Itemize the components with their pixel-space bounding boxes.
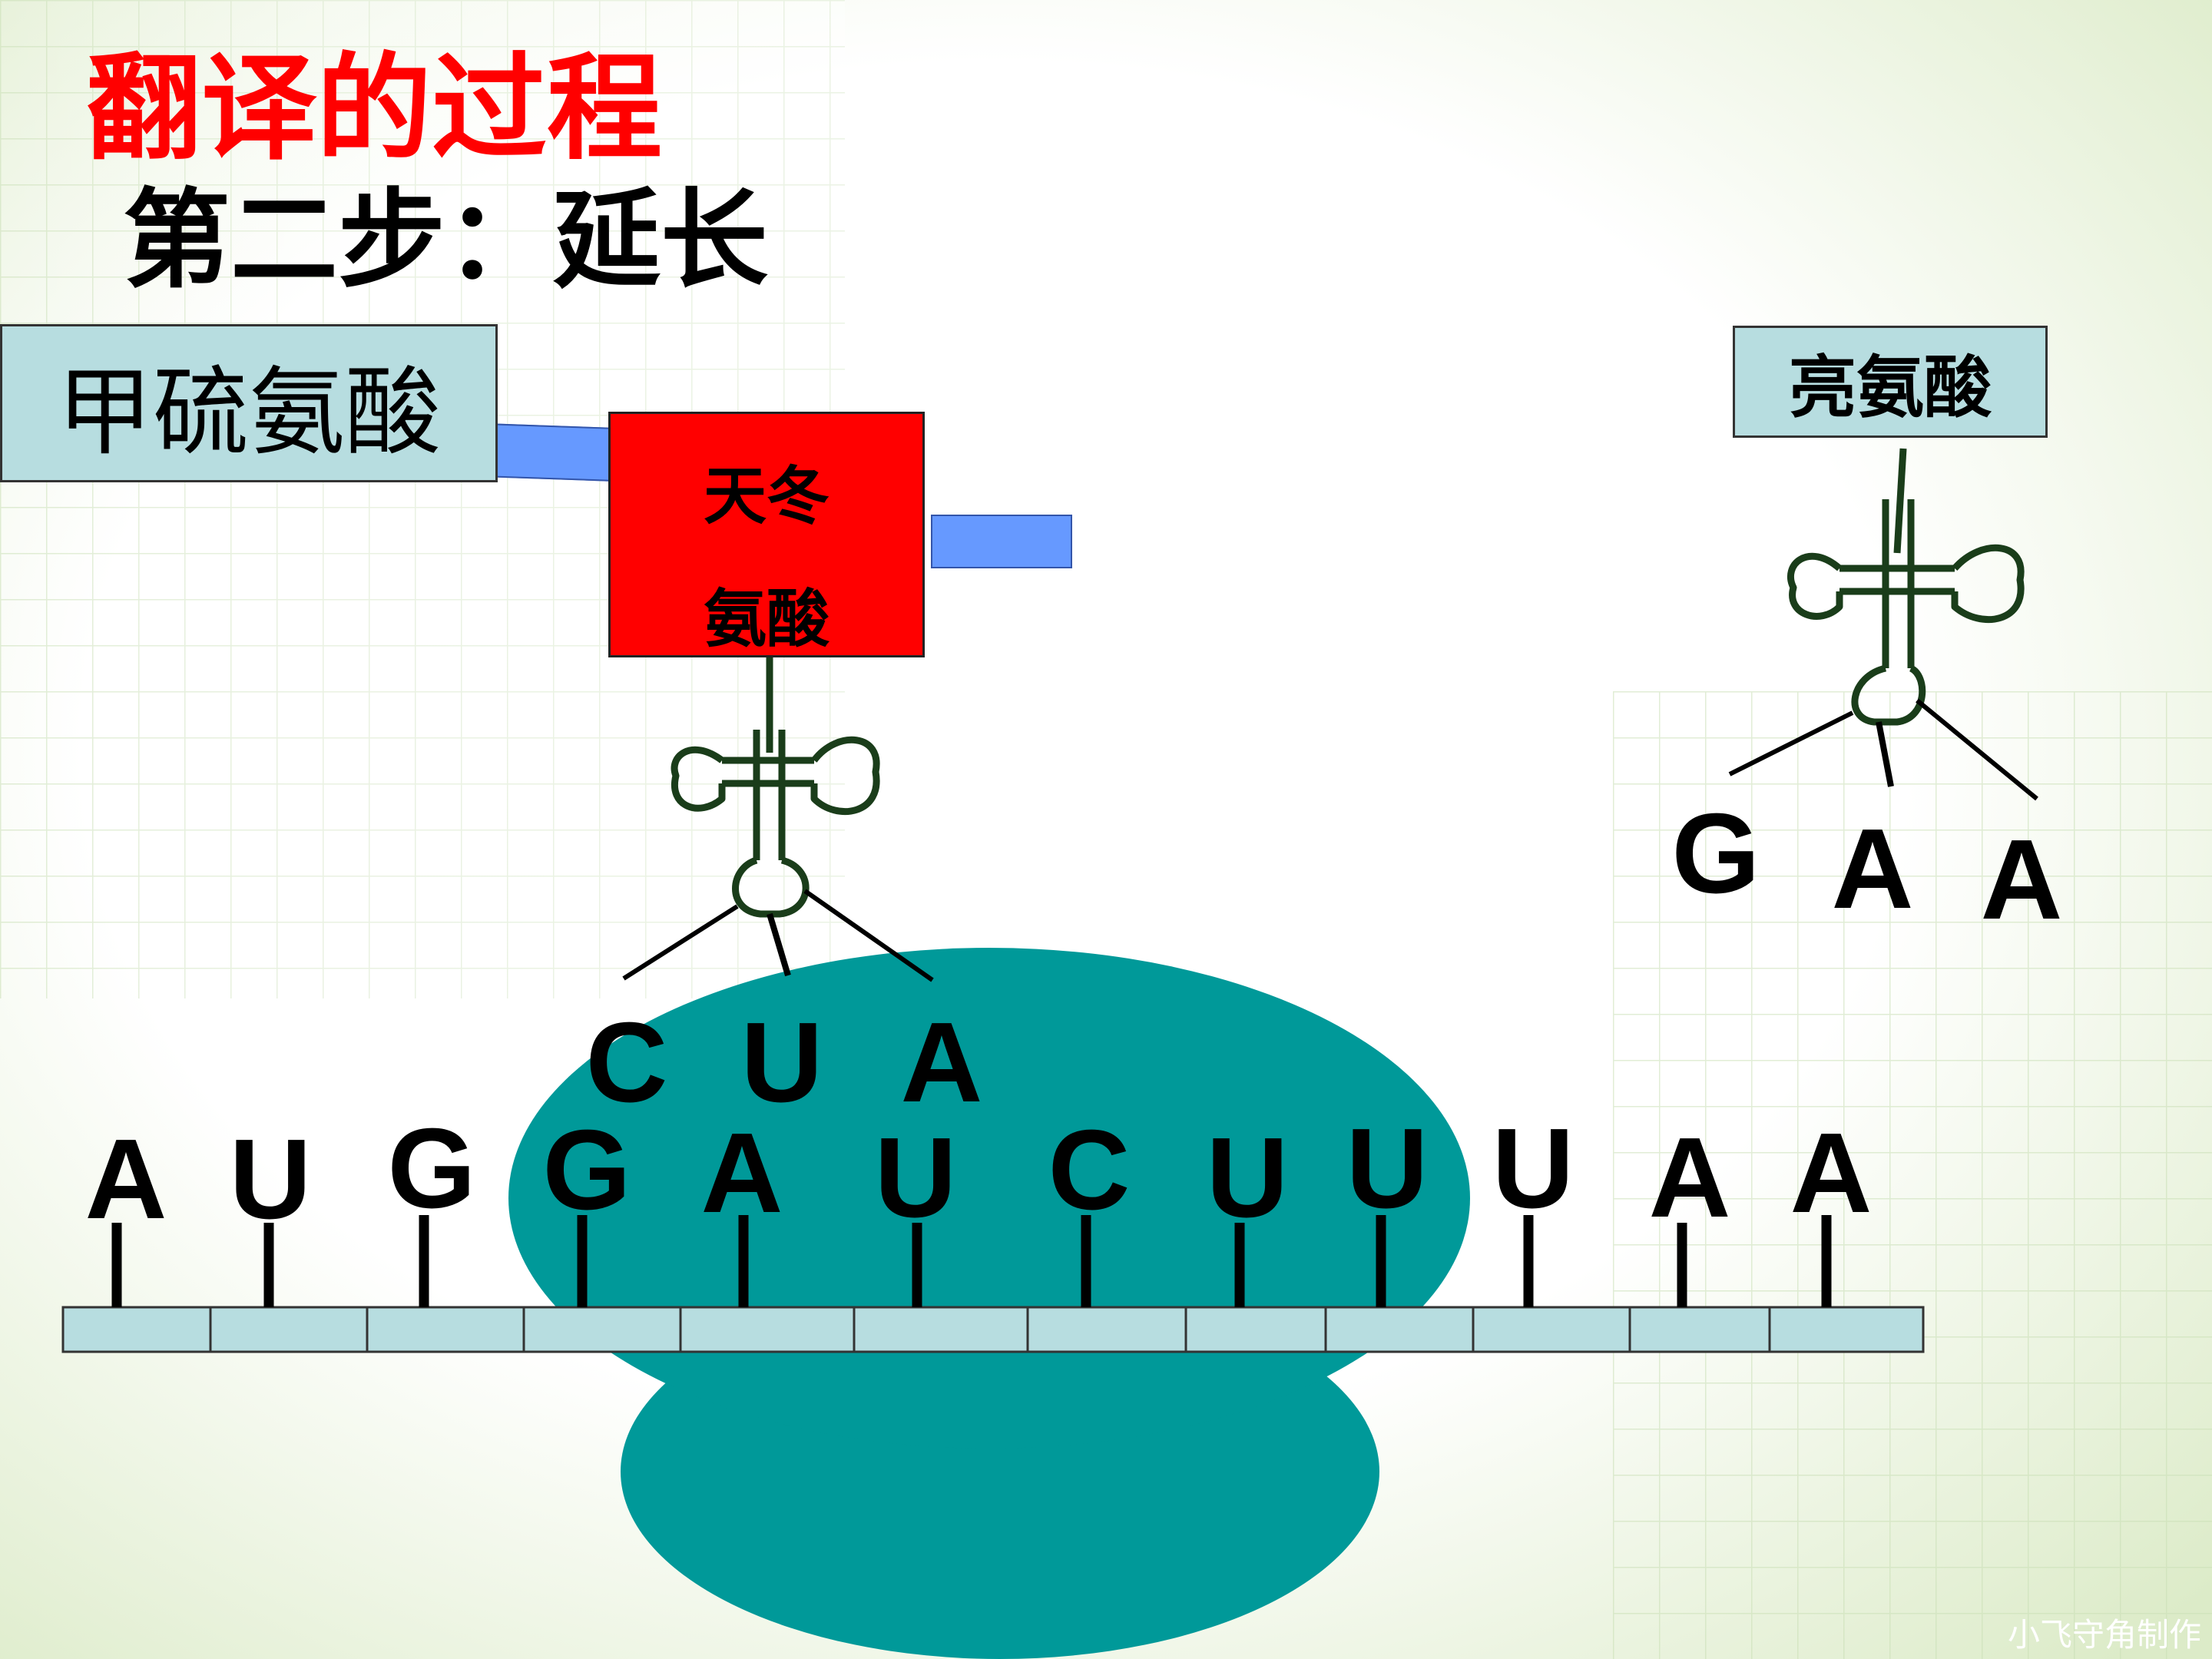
aspartic-acid-label-line2: 氨酸	[703, 582, 830, 656]
base-stems	[111, 1215, 1832, 1307]
mrna-segment	[1768, 1306, 1925, 1353]
mrna-base: A	[1649, 1114, 1731, 1241]
mrna-base: A	[701, 1110, 783, 1237]
mrna-base: A	[85, 1116, 167, 1243]
leucine-label: 亮氨酸	[1733, 326, 2048, 438]
mrna-base: U	[1492, 1105, 1575, 1232]
mrna-segment	[522, 1306, 682, 1353]
free-anticodon-base: A	[1981, 816, 2063, 943]
bond-site-right	[931, 515, 1072, 568]
anticodon-base: A	[901, 999, 983, 1126]
methionine-label: 甲硫氨酸	[0, 324, 498, 482]
trna-free	[1728, 448, 2038, 801]
mrna-segment	[1472, 1306, 1631, 1353]
anticodon-base: C	[586, 999, 668, 1126]
watermark: 小飞守角制作	[2007, 1616, 2201, 1654]
mrna-segment	[1184, 1306, 1327, 1353]
mrna-base: U	[1207, 1114, 1289, 1241]
anticodon-base: U	[741, 999, 823, 1126]
mrna-segment	[61, 1306, 212, 1353]
mrna-segment	[1628, 1306, 1771, 1353]
mrna-base: A	[1790, 1110, 1873, 1237]
free-anticodon-base: G	[1671, 790, 1760, 917]
mrna-base: U	[230, 1116, 312, 1243]
mrna-base: G	[387, 1105, 475, 1232]
mrna-segment	[366, 1306, 525, 1353]
mrna-base: C	[1048, 1107, 1131, 1233]
aspartic-acid-box: 天冬 氨酸	[608, 412, 925, 657]
trna-attached	[622, 657, 934, 982]
mrna-base: G	[542, 1107, 631, 1233]
mrna-segment	[853, 1306, 1029, 1353]
mrna-base: U	[1346, 1105, 1429, 1232]
free-anticodon-base: A	[1832, 806, 1914, 932]
mrna-segment	[679, 1306, 856, 1353]
page-subtitle: 第二步：延长	[123, 178, 769, 303]
aspartic-acid-label-line1: 天冬	[703, 459, 830, 533]
page-title: 翻译的过程	[86, 42, 663, 176]
mrna-base: U	[875, 1114, 957, 1241]
mrna-strand	[61, 1306, 1925, 1353]
